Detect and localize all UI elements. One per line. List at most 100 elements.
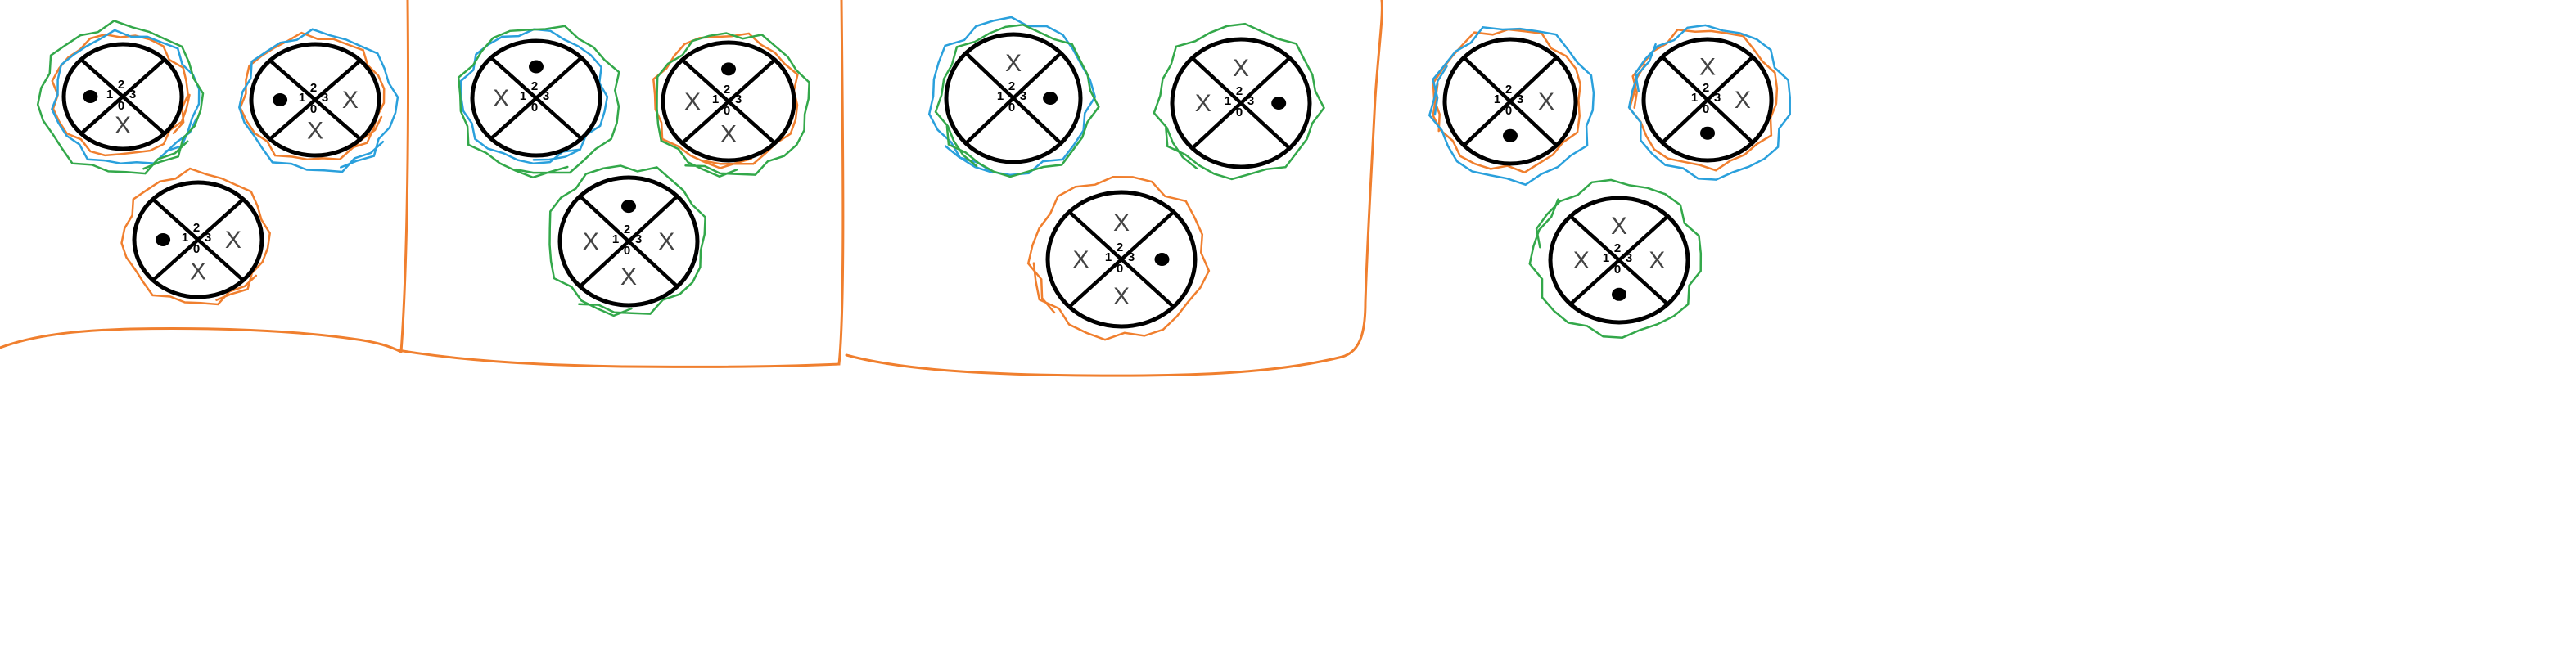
cross-mark: X (1735, 87, 1751, 114)
cross-mark: X (1649, 247, 1665, 274)
frame-line-group-3 (845, 0, 1383, 377)
sector-label: 3 (322, 91, 328, 105)
sector-label: 3 (1517, 92, 1523, 106)
dot-mark (1503, 128, 1518, 142)
sector-label: 1 (1225, 94, 1231, 108)
green-outline (934, 24, 1100, 178)
sector-label: 2 (310, 81, 317, 95)
sector-label: 1 (997, 89, 1004, 103)
sector-label: 3 (1626, 251, 1632, 265)
dot-mark (273, 93, 288, 106)
sector-label: 3 (1128, 250, 1135, 264)
cross-mark: X (1538, 88, 1554, 115)
cross-mark: X (493, 85, 509, 112)
sector-label: 2 (1505, 83, 1512, 97)
sector-label: 0 (1008, 101, 1015, 115)
frame-line-group-2 (396, 0, 845, 368)
blue-outline (1428, 25, 1595, 187)
sector-label: 0 (624, 244, 630, 258)
sector-label: 1 (1105, 250, 1112, 264)
cross-mark: X (1005, 50, 1022, 77)
sector-label: 1 (1691, 91, 1698, 105)
dot-mark (1154, 253, 1170, 266)
dot-mark (1043, 92, 1058, 105)
divider-line (578, 194, 679, 289)
sector-label: 3 (1714, 91, 1721, 105)
sector-label: 1 (1603, 251, 1609, 265)
sector-label: 0 (118, 99, 124, 113)
orange-outline (239, 31, 386, 161)
sector-label: 1 (612, 232, 619, 246)
sector-label: 2 (1703, 81, 1709, 95)
dot-mark (1271, 97, 1287, 110)
sector-label: 0 (310, 102, 317, 116)
sector-label: 0 (1117, 262, 1123, 276)
sector-label: 2 (531, 79, 538, 93)
sector-label: 3 (543, 89, 549, 103)
sector-label: 2 (1236, 84, 1243, 98)
cross-mark: X (1699, 53, 1716, 80)
sector-label: 0 (1505, 104, 1512, 118)
group-frames (0, 0, 1383, 377)
sector-label: 3 (1020, 89, 1026, 103)
sector-label: 1 (106, 88, 113, 101)
dot-mark (83, 90, 98, 103)
sector-label: 2 (724, 83, 730, 97)
sector-label: 0 (1614, 263, 1621, 277)
cross-mark: X (1611, 213, 1627, 240)
orange-outline (51, 33, 191, 157)
sector-label: 2 (1117, 241, 1123, 254)
sector-label: 1 (520, 89, 526, 103)
sector-label: 3 (129, 88, 136, 101)
green-outline (36, 20, 205, 175)
orange-outline (120, 167, 272, 306)
cross-mark: X (620, 263, 637, 290)
divider-line (680, 57, 777, 146)
sector-label: 3 (205, 231, 211, 245)
cross-mark: X (1195, 90, 1211, 117)
sector-label: 2 (118, 78, 124, 92)
sector-label: 3 (1247, 94, 1254, 108)
cross-mark: X (115, 112, 131, 139)
green-outline (1153, 22, 1325, 181)
green-outline (457, 25, 620, 179)
dot-mark (1700, 126, 1715, 140)
blue-outline (459, 28, 609, 165)
sector-label: 3 (735, 92, 742, 106)
sector-label: 1 (1494, 92, 1500, 106)
cross-mark: X (225, 227, 241, 254)
divider-line (963, 51, 1063, 146)
frame-line-group-1 (0, 0, 410, 353)
cross-mark: X (1113, 283, 1130, 310)
dot-mark (156, 233, 171, 246)
dot-mark (1612, 287, 1626, 301)
divider-line (489, 56, 584, 141)
cross-mark: X (190, 259, 206, 286)
cross-mark: X (342, 87, 359, 114)
cross-mark: X (307, 117, 323, 144)
sector-label: 0 (531, 101, 538, 115)
divider-line (1568, 214, 1670, 306)
divider-line (79, 57, 167, 136)
divider-line (1190, 56, 1292, 151)
cross-mark: X (1113, 209, 1130, 236)
divider-line (1067, 209, 1175, 309)
cross-mark: X (684, 88, 701, 115)
cross-mark: X (720, 121, 737, 148)
divider-line (268, 58, 363, 142)
green-outline (1528, 178, 1703, 339)
blue-outline (238, 28, 399, 173)
cross-mark: X (583, 228, 599, 255)
divider-line (1462, 56, 1559, 147)
